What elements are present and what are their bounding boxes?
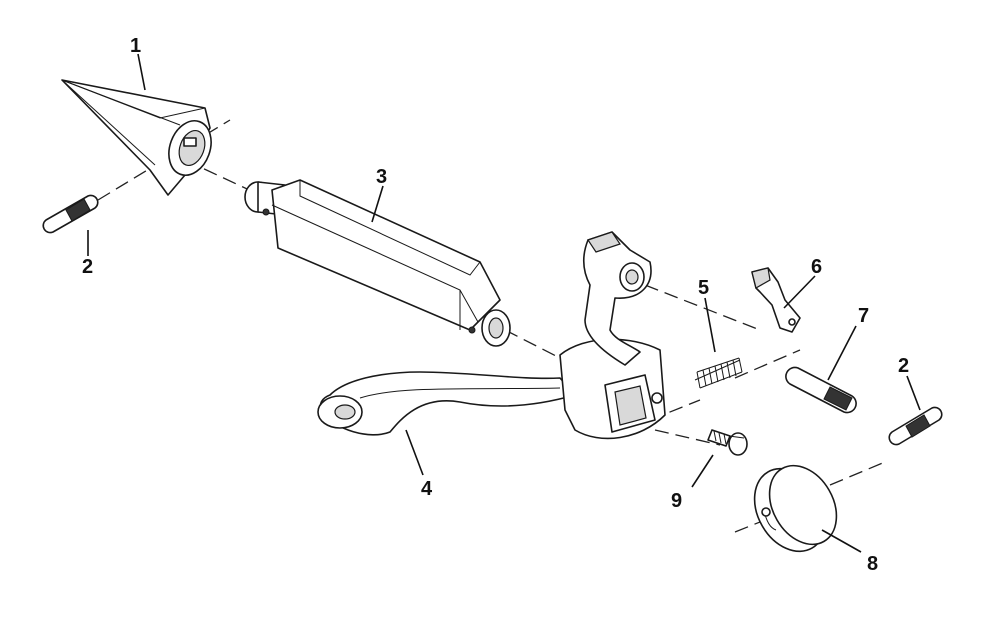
callout-8: 8 xyxy=(867,553,878,575)
part-pin-7 xyxy=(785,366,857,414)
callout-2-right: 2 xyxy=(898,355,909,377)
part-spring xyxy=(694,357,743,389)
callout-4: 4 xyxy=(421,478,433,500)
part-handle-body xyxy=(317,231,666,440)
callout-5: 5 xyxy=(698,277,709,299)
part-screw xyxy=(707,429,748,456)
part-pin-left xyxy=(42,194,99,234)
part-square-shaft xyxy=(244,179,511,347)
part-pin-right xyxy=(888,406,943,446)
part-spear-point xyxy=(61,79,212,196)
callout-labels: 1 2 3 4 5 6 7 2 9 8 xyxy=(82,35,909,575)
part-pawl xyxy=(751,267,801,333)
callout-1: 1 xyxy=(130,35,141,57)
leader-lines xyxy=(87,53,921,553)
callout-7: 7 xyxy=(858,305,869,327)
part-knob xyxy=(753,464,838,553)
callout-2-left: 2 xyxy=(82,256,93,278)
callout-9: 9 xyxy=(671,490,682,512)
callout-3: 3 xyxy=(376,166,387,188)
callout-6: 6 xyxy=(811,256,822,278)
